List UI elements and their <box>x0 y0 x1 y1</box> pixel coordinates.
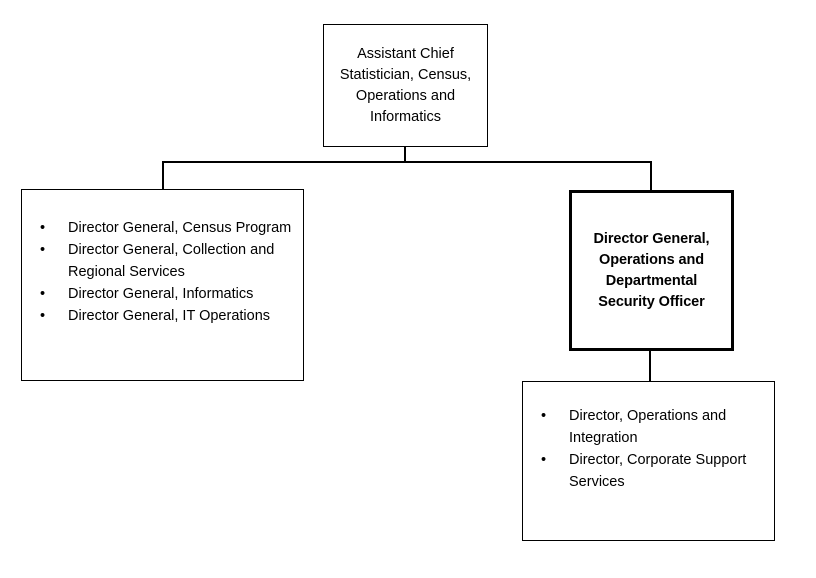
node-title-root-line-4: Informatics <box>370 108 441 125</box>
node-title-right-head-line-4: Security Officer <box>598 293 705 310</box>
node-director-general-operations-dso[interactable]: Director General, Operations and Departm… <box>569 190 734 351</box>
list-item-label: Director General, Census Program <box>68 220 292 236</box>
director-general-list: • Director General, Census Program • Dir… <box>22 217 303 327</box>
list-item[interactable]: • Director General, Census Program <box>22 217 303 239</box>
connector-horizontal-bar <box>162 161 652 163</box>
node-title-right-head-line-3: Departmental <box>605 272 698 289</box>
bullet-icon: • <box>40 242 46 258</box>
list-item[interactable]: • Director General, Informatics <box>22 283 303 305</box>
bullet-icon: • <box>541 452 547 468</box>
list-item[interactable]: • Director, Corporate Support Services <box>523 449 774 493</box>
list-item-label: Director General, Collection and Regiona… <box>68 242 275 280</box>
list-item-label: Director General, Informatics <box>68 286 254 302</box>
node-title-root-line-2: Statistician, Census, <box>339 66 472 83</box>
node-title-root-line-3: Operations and <box>355 87 456 104</box>
connector-left-drop <box>162 161 164 190</box>
node-director-group[interactable]: • Director, Operations and Integration •… <box>522 381 775 541</box>
bullet-icon: • <box>40 286 46 302</box>
list-item[interactable]: • Director General, Collection and Regio… <box>22 239 303 283</box>
connector-right-head-to-children <box>649 350 651 382</box>
node-title-root-line-1: Assistant Chief <box>357 45 454 62</box>
director-list: • Director, Operations and Integration •… <box>523 405 774 493</box>
connector-root-stem <box>404 147 406 163</box>
node-title-right-head-line-2: Operations and <box>599 251 704 268</box>
list-item-label: Director, Operations and Integration <box>569 408 727 446</box>
bullet-icon: • <box>40 220 46 236</box>
bullet-icon: • <box>40 308 46 324</box>
list-item[interactable]: • Director General, IT Operations <box>22 305 303 327</box>
connector-right-drop <box>650 161 652 191</box>
node-assistant-chief-statistician[interactable]: Assistant Chief Statistician, Census, Op… <box>323 24 488 147</box>
list-item-label: Director, Corporate Support Services <box>569 452 747 490</box>
node-director-general-group[interactable]: • Director General, Census Program • Dir… <box>21 189 304 381</box>
node-title-root: Assistant Chief Statistician, Census, Op… <box>324 44 487 128</box>
node-title-right-head: Director General, Operations and Departm… <box>572 229 731 313</box>
list-item-label: Director General, IT Operations <box>68 308 271 324</box>
bullet-icon: • <box>541 408 547 424</box>
node-title-right-head-line-1: Director General, <box>593 230 710 247</box>
list-item[interactable]: • Director, Operations and Integration <box>523 405 774 449</box>
